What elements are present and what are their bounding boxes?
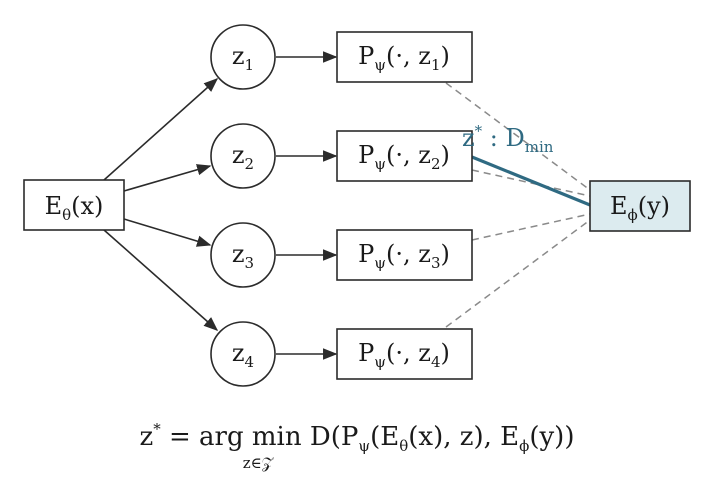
dashed-edge-2 xyxy=(471,169,591,197)
predictor-label: P xyxy=(358,240,374,268)
arrow-enc-z4 xyxy=(103,229,219,331)
target-arg: (y) xyxy=(638,192,670,220)
svg-text:Pψ(·, z1): Pψ(·, z1) xyxy=(358,42,450,74)
svg-text:z4: z4 xyxy=(232,339,254,371)
target-label: E xyxy=(610,192,628,220)
encoder-label: E xyxy=(45,192,63,220)
latent-node-2: z2 xyxy=(210,123,276,189)
latent-label: z xyxy=(232,240,245,268)
latent-label: z xyxy=(232,141,245,169)
encoder-node: Eθ(x) xyxy=(23,179,125,231)
encoder-arg: (x) xyxy=(71,192,103,220)
svg-text:Pψ(·, z4): Pψ(·, z4) xyxy=(358,339,450,371)
dashed-edge-1 xyxy=(445,82,591,191)
selection-sup: * xyxy=(475,122,483,140)
objective-equation: z* = arg min D(Pψ(Eθ(x), z), Eϕ(y)) z∈𝒵 xyxy=(140,420,575,472)
predictor-node-1: Pψ(·, z1) xyxy=(336,31,473,83)
predictor-args: (·, z xyxy=(386,42,431,70)
svg-text:z* = arg min D(Pψ(Eθ(x), z), E: z* = arg min D(Pψ(Eθ(x), z), Eϕ(y)) xyxy=(140,420,575,455)
latent-label: z xyxy=(232,339,245,367)
arrow-enc-z2 xyxy=(123,164,212,192)
eq-rhs: D(P xyxy=(310,422,358,452)
predictor-label: P xyxy=(358,339,374,367)
svg-text:Eϕ(y): Eϕ(y) xyxy=(610,192,670,224)
arrow-enc-z3 xyxy=(123,218,212,247)
predictor-node-2: Pψ(·, z2) xyxy=(336,130,473,182)
latent-node-1: z1 xyxy=(210,24,276,90)
svg-text:Eθ(x): Eθ(x) xyxy=(45,192,104,224)
predictor-sub: ψ xyxy=(374,353,386,371)
dashed-edge-3 xyxy=(471,213,591,241)
latent-sub: 1 xyxy=(245,56,255,74)
svg-text:Pψ(·, z2): Pψ(·, z2) xyxy=(358,141,450,173)
predictor-close: ) xyxy=(441,339,450,367)
svg-text:z1: z1 xyxy=(232,42,254,74)
eq-mid2: (x), z), E xyxy=(408,422,519,452)
selection-label: z* : Dmin xyxy=(462,122,554,156)
latent-sub: 4 xyxy=(245,353,255,371)
eq-esub: θ xyxy=(399,437,408,455)
eq-under: z∈𝒵 xyxy=(243,454,275,472)
predictor-close: ) xyxy=(441,42,450,70)
encoder-sub: θ xyxy=(62,206,71,224)
target-node: Eϕ(y) xyxy=(589,180,691,232)
svg-text:z3: z3 xyxy=(232,240,254,272)
predictor-label: P xyxy=(358,42,374,70)
predictor-close: ) xyxy=(441,240,450,268)
predictor-zsub: 1 xyxy=(431,56,441,74)
predictor-zsub: 2 xyxy=(431,155,441,173)
latent-sub: 2 xyxy=(245,155,255,173)
predictor-zsub: 4 xyxy=(431,353,441,371)
selection-z: z xyxy=(462,124,475,152)
predictor-node-4: Pψ(·, z4) xyxy=(336,328,473,380)
predictor-args: (·, z xyxy=(386,240,431,268)
eq-psub: ψ xyxy=(358,437,370,455)
eq-lhs-sup: * xyxy=(153,420,161,438)
predictor-node-3: Pψ(·, z3) xyxy=(336,229,473,281)
eq-mid: (E xyxy=(370,422,399,452)
predictor-args: (·, z xyxy=(386,339,431,367)
selection-sep: : xyxy=(482,124,505,152)
eq-end: (y)) xyxy=(529,422,574,452)
eq-tsub: ϕ xyxy=(519,437,529,455)
svg-text:Pψ(·, z3): Pψ(·, z3) xyxy=(358,240,450,272)
predictor-sub: ψ xyxy=(374,254,386,272)
predictor-label: P xyxy=(358,141,374,169)
predictor-args: (·, z xyxy=(386,141,431,169)
latent-node-4: z4 xyxy=(210,321,276,387)
latent-node-3: z3 xyxy=(210,222,276,288)
selected-edge xyxy=(471,155,591,207)
svg-text:z2: z2 xyxy=(232,141,254,173)
predictor-sub: ψ xyxy=(374,56,386,74)
predictor-zsub: 3 xyxy=(431,254,441,272)
target-sub: ϕ xyxy=(628,206,638,224)
predictor-sub: ψ xyxy=(374,155,386,173)
latent-sub: 3 xyxy=(245,254,255,272)
predictor-close: ) xyxy=(441,141,450,169)
latent-label: z xyxy=(232,42,245,70)
dashed-edge-4 xyxy=(445,219,591,328)
selection-dsub: min xyxy=(525,138,554,156)
arrow-enc-z1 xyxy=(103,78,219,181)
selection-d: D xyxy=(506,124,525,152)
eq-argmin: = arg min xyxy=(161,422,310,452)
eq-lhs: z xyxy=(140,422,154,452)
